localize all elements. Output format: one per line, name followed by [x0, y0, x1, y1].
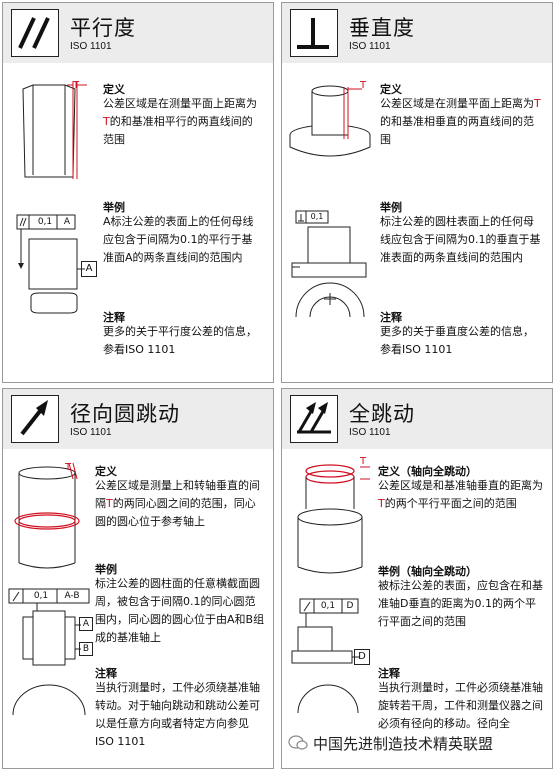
- dimension-t-label: T: [65, 462, 72, 473]
- datum-b-box: B: [79, 642, 93, 656]
- example-label: 举例: [103, 201, 125, 214]
- definition-label: 定义: [95, 465, 117, 478]
- example-label: 举例（轴向全跳动）: [378, 565, 477, 578]
- parallelism-example-drawing: [16, 214, 85, 314]
- total-runout-panel: 全跳动 ISO 1101 T 定义（轴向全跳动） 公差区域是和基准轴垂直的距离为…: [281, 388, 553, 769]
- wechat-icon: [288, 735, 308, 751]
- definition-text: 公差区域是和基准轴垂直的距离为T的两个平行平面之间的范围: [378, 479, 543, 510]
- iso-standard: ISO 1101: [70, 41, 112, 52]
- note-text: 更多的关于垂直度公差的信息，参看ISO 1101: [380, 325, 534, 356]
- circular-runout-symbol-icon: [11, 395, 59, 443]
- radial-runout-example-drawing: [8, 588, 90, 716]
- watermark-text: 中国先进制造技术精英联盟: [313, 734, 494, 753]
- datum-a-box: A: [79, 617, 93, 631]
- dimension-t-label: T: [360, 456, 367, 467]
- radial-runout-cylinder-figure: [14, 462, 80, 569]
- dimension-t-label: T: [360, 80, 367, 91]
- example-text: 标注公差的圆柱表面上的任何母线应包含于间隔为0.1的垂直于基准表面的两条直线间的…: [380, 215, 541, 264]
- parallelism-panel: 平行度 ISO 1101 T 定义 公差区域是在测量平面上距离为T的和基准相平行…: [2, 2, 274, 383]
- note-label: 注释: [95, 667, 117, 680]
- panel-header: 全跳动 ISO 1101: [282, 389, 552, 449]
- note-text: 当执行测量时，工件必须绕基准轴旋转若干周，工件和测量仪器之间必须有径向的移动。径…: [378, 681, 543, 730]
- tolerance-value: 0,1: [33, 591, 49, 601]
- example-text: A标注公差的表面上的任何母线应包含于间隔为0.1的平行于基准面A的两条直线间的范…: [103, 215, 254, 264]
- datum-a-box: A: [81, 261, 97, 277]
- panel-title: 全跳动: [349, 402, 415, 426]
- example-label: 举例: [380, 201, 402, 214]
- perpendicularity-panel: 垂直度 ISO 1101 T 定义 公差区域是在测量平面上距离为T的和基准相垂直…: [281, 2, 553, 383]
- watermark: 中国先进制造技术精英联盟: [288, 733, 494, 753]
- note-label: 注释: [378, 667, 400, 680]
- note-label: 注释: [380, 311, 402, 324]
- panel-title: 平行度: [70, 16, 136, 40]
- definition-text: 公差区域是在测量平面上距离为T的和基准相垂直的两直线间的范围: [380, 97, 541, 146]
- parallelism-symbol-icon: [11, 9, 59, 57]
- perpendicularity-symbol-icon: [290, 9, 338, 57]
- tolerance-value: 0,1: [320, 601, 336, 611]
- example-label: 举例: [95, 563, 117, 576]
- definition-label: 定义: [103, 83, 125, 96]
- example-text: 被标注公差的表面，应包含在和基准轴D垂直的距离为0.1的两个平行平面之间的范围: [378, 579, 543, 628]
- panel-title: 径向圆跳动: [70, 402, 180, 426]
- definition-label: 定义（轴向全跳动）: [378, 465, 477, 478]
- parallelism-cylinder-figure: [22, 81, 87, 179]
- definition-text: 公差区域是测量上和转轴垂直的间隔T的两同心圆之间的范围，同心圆的圆心位于参考轴上: [95, 479, 260, 528]
- frame-datum: A: [63, 217, 71, 227]
- note-text: 当执行测量时，工件必须绕基准轴转动。对于轴向跳动和跳动公差可以是任意方向或者特定…: [95, 681, 260, 748]
- total-runout-symbol-icon: [290, 395, 338, 443]
- iso-standard: ISO 1101: [70, 427, 112, 438]
- panel-header: 垂直度 ISO 1101: [282, 3, 552, 63]
- perpendicularity-example-drawing: [291, 210, 367, 318]
- note-label: 注释: [103, 311, 125, 324]
- iso-standard: ISO 1101: [349, 41, 391, 52]
- frame-datum: D: [346, 601, 354, 611]
- panel-header: 平行度 ISO 1101: [3, 3, 273, 63]
- definition-label: 定义: [380, 83, 402, 96]
- total-runout-cylinder-figure: [297, 464, 370, 574]
- dimension-t-label: T: [73, 80, 80, 91]
- note-text: 更多的关于平行度公差的信息，参看ISO 1101: [103, 325, 257, 356]
- tolerance-value: 0,1: [310, 212, 324, 221]
- perpendicularity-cylinder-figure: [289, 85, 371, 157]
- definition-text: 公差区域是在测量平面上距离为T的和基准相平行的两直线间的范围: [103, 97, 257, 146]
- datum-d-box: D: [354, 649, 370, 665]
- radial-runout-panel: 径向圆跳动 ISO 1101 T 定义 公差区域是测量上和转轴垂直的间隔T的两同…: [2, 388, 274, 769]
- frame-datum: A-B: [64, 591, 80, 601]
- panel-header: 径向圆跳动 ISO 1101: [3, 389, 273, 449]
- total-runout-example-drawing: [291, 598, 360, 714]
- iso-standard: ISO 1101: [349, 427, 391, 438]
- tolerance-value: 0,1: [37, 217, 53, 227]
- example-text: 标注公差的圆柱面的任意横截面圆周，被包含于间隔0.1的同心圆范围内，同心圆的圆心…: [95, 577, 265, 644]
- panel-title: 垂直度: [349, 16, 415, 40]
